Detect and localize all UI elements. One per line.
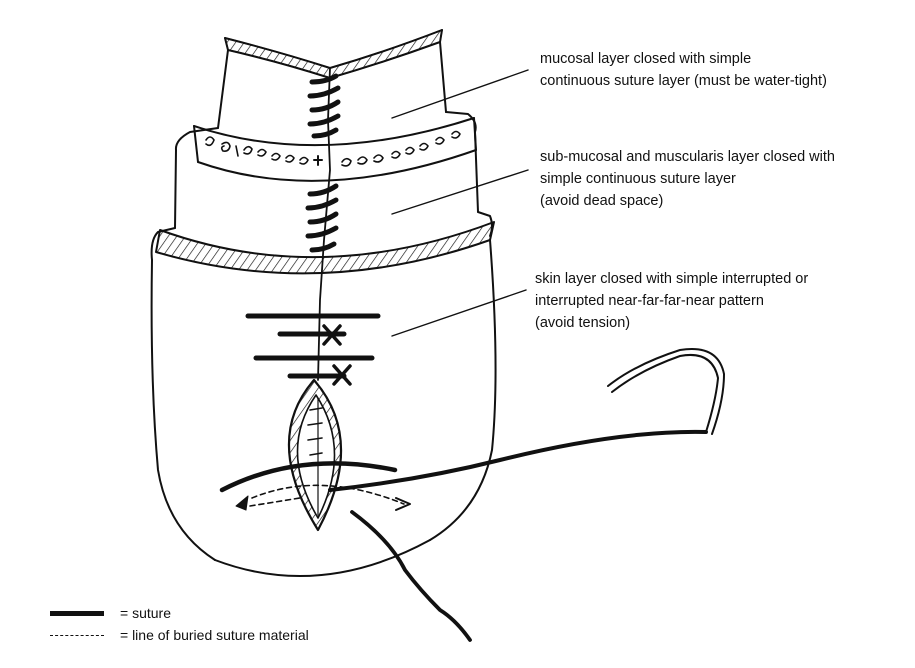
legend-dashed-line-swatch [50,628,104,642]
annotation-mucosal-line-2: continuous suture layer (must be water-t… [540,73,827,89]
annotation-skin-line-3: (avoid tension) [535,315,631,331]
skin-layer-tube [150,211,497,577]
annotation-submucosal: sub-mucosal and muscularis layer closed … [540,146,835,212]
open-wound [287,378,343,532]
needle-and-thread [219,348,725,642]
continuous-suture-mucosal [307,73,341,139]
interrupted-suture-skin [245,313,381,379]
annotation-mucosal-line-1: mucosal layer closed with simple [540,51,752,67]
annotation-submucosal-line-2: simple continuous suture layer [540,171,736,187]
annotation-submucosal-line-3: (avoid dead space) [540,193,664,209]
annotation-mucosal: mucosal layer closed with simple continu… [540,48,827,92]
annotation-skin-line-1: skin layer closed with simple interrupte… [535,271,809,287]
legend-item-buried: = line of buried suture material [50,626,309,644]
legend-suture-label: = suture [120,605,171,621]
annotation-skin: skin layer closed with simple interrupte… [535,268,808,334]
annotation-skin-line-2: interrupted near-far-far-near pattern [535,293,764,309]
legend-buried-label: = line of buried suture material [120,627,309,643]
cross-knot-marks [322,324,352,386]
legend-solid-line-swatch [50,606,104,620]
continuous-suture-submucosal [305,183,339,253]
annotation-submucosal-line-1: sub-mucosal and muscularis layer closed … [540,149,835,165]
leader-lines [391,69,529,337]
legend-item-suture: = suture [50,604,171,622]
submucosal-layer-tube [174,111,479,229]
